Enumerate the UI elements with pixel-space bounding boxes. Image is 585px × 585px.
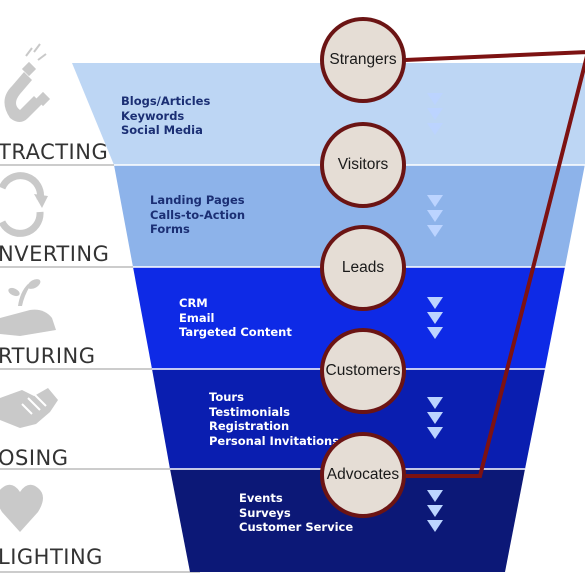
tactic-item: Targeted Content: [179, 325, 292, 339]
down-arrow-icon: [427, 93, 443, 105]
down-arrow-icon: [427, 520, 443, 532]
tactic-item: Calls-to-Action: [150, 207, 246, 222]
down-arrow-icon: [427, 225, 443, 237]
down-arrow-icon: [427, 427, 443, 439]
funnel-band-1: [72, 63, 585, 165]
tactic-item: Personal Invitations: [209, 433, 340, 448]
down-arrows-icon: [427, 397, 443, 441]
heart-icon: [0, 484, 43, 532]
down-arrow-icon: [427, 412, 443, 424]
down-arrows-icon: [427, 93, 443, 137]
down-arrow-icon: [427, 397, 443, 409]
tactic-item: Registration: [209, 419, 290, 433]
stage-label-nurturing: RTURING: [0, 344, 96, 368]
tactics-list-nurturing: CRM Email Targeted Content: [179, 296, 292, 340]
refresh-arrows-icon: [0, 172, 48, 237]
tactic-item: Email: [179, 310, 215, 325]
handshake-icon: [0, 388, 58, 428]
tactic-item: Tours: [209, 390, 244, 404]
stage-label-converting: NVERTING: [0, 242, 110, 266]
down-arrow-icon: [427, 312, 443, 324]
node-advocates: Advocates: [320, 432, 406, 518]
stage-label-closing: OSING: [0, 446, 69, 470]
tactics-list-attracting: Blogs/Articles Keywords Social Media: [121, 94, 210, 138]
down-arrow-icon: [427, 108, 443, 120]
tactics-list-delighting: Events Surveys Customer Service: [239, 491, 353, 535]
tactic-item: Blogs/Articles: [121, 94, 211, 108]
down-arrows-icon: [427, 490, 443, 534]
tactic-item: Forms: [150, 222, 190, 236]
node-leads: Leads: [320, 225, 406, 311]
hand-with-plant-icon: [0, 279, 56, 336]
tactics-list-closing: Tours Testimonials Registration Personal…: [209, 390, 339, 448]
tactics-list-converting: Landing Pages Calls-to-Action Forms: [150, 193, 245, 237]
loop-back-line: [404, 50, 585, 478]
down-arrow-icon: [427, 327, 443, 339]
tactic-item: Keywords: [121, 108, 185, 123]
tactic-item: Events: [239, 491, 283, 505]
tactic-item: Surveys: [239, 505, 291, 520]
tactic-item: Landing Pages: [150, 193, 245, 207]
tactic-item: Customer Service: [239, 520, 354, 534]
down-arrow-icon: [427, 297, 443, 309]
down-arrow-icon: [427, 490, 443, 502]
node-customers: Customers: [320, 328, 406, 414]
funnel-band-4: [152, 369, 545, 469]
down-arrow-icon: [427, 123, 443, 135]
tactic-item: Testimonials: [209, 404, 290, 419]
tactic-item: Social Media: [121, 123, 203, 137]
tactic-item: CRM: [179, 296, 208, 310]
down-arrow-icon: [427, 195, 443, 207]
funnel-band-2: [114, 164, 585, 267]
funnel-band-3: [133, 267, 565, 369]
down-arrow-icon: [427, 210, 443, 222]
down-arrows-icon: [427, 195, 443, 239]
node-visitors: Visitors: [320, 122, 406, 208]
down-arrow-icon: [427, 505, 443, 517]
node-strangers: Strangers: [320, 17, 406, 103]
down-arrows-icon: [427, 297, 443, 341]
stage-label-attracting: TRACTING: [0, 140, 109, 164]
magnet-icon: [4, 43, 51, 122]
stage-label-delighting: LIGHTING: [0, 545, 103, 569]
